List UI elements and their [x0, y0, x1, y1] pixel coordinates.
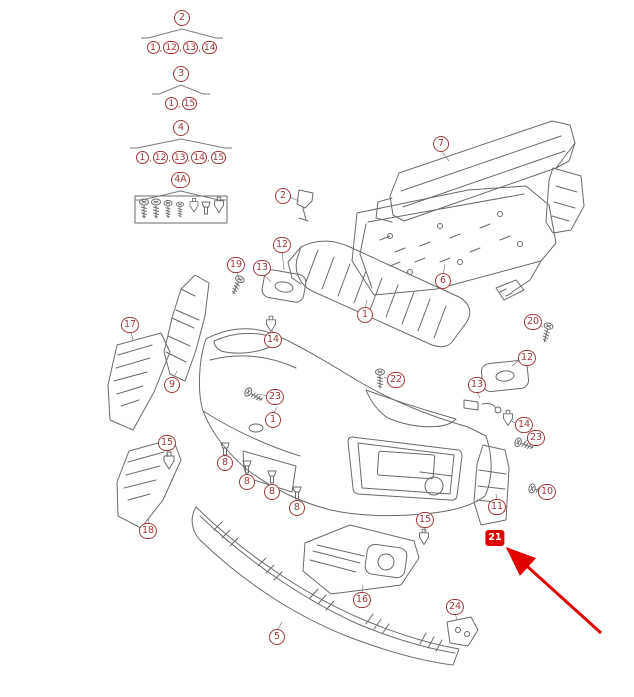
legend-group-4A: 4A — [134, 172, 227, 202]
legend-comma: , — [206, 154, 210, 164]
front-spoiler-part — [191, 506, 460, 666]
legend-item-12[interactable]: 12 — [152, 151, 169, 164]
impact-bar-part — [375, 120, 585, 234]
callout-23[interactable]: 23 — [526, 430, 546, 446]
screw-23-left-part — [242, 386, 265, 405]
callout-12[interactable]: 12 — [272, 237, 292, 253]
legend-items: 1,15 — [164, 97, 198, 110]
callout-1[interactable]: 1 — [265, 412, 281, 428]
legend-item-1[interactable]: 1 — [135, 151, 149, 164]
grille-support-part — [287, 240, 471, 348]
highlight-arrow — [505, 546, 603, 635]
callout-2[interactable]: 2 — [275, 188, 291, 204]
callout-6[interactable]: 6 — [435, 273, 451, 289]
screw-20-part — [539, 321, 555, 344]
screw-19-part — [228, 274, 246, 297]
legend-bracket — [152, 84, 210, 95]
callout-13[interactable]: 13 — [252, 260, 272, 276]
callout-13[interactable]: 13 — [467, 377, 487, 393]
legend-comma: , — [148, 154, 152, 164]
screw-22-part — [375, 368, 385, 389]
clip-14-left-part — [266, 315, 276, 332]
callout-18[interactable]: 18 — [138, 523, 158, 539]
callout-12[interactable]: 12 — [517, 350, 537, 366]
legend-bracket — [141, 28, 223, 39]
clip-15-left-part — [163, 451, 175, 470]
clip-14-right-part — [503, 409, 513, 426]
callout-5[interactable]: 5 — [269, 629, 285, 645]
callout-14[interactable]: 14 — [263, 332, 283, 348]
legend-group-label-2[interactable]: 2 — [174, 10, 190, 26]
callout-10[interactable]: 10 — [537, 484, 557, 500]
washer-cover-left-part — [261, 269, 307, 303]
side-guide-left-part — [163, 274, 210, 382]
callout-20[interactable]: 20 — [523, 314, 543, 330]
callout-19[interactable]: 19 — [226, 257, 246, 273]
callout-9[interactable]: 9 — [164, 377, 180, 393]
legend-bracket — [135, 190, 226, 201]
legend-item-14[interactable]: 14 — [191, 151, 207, 164]
legend-comma: , — [168, 154, 172, 164]
legend-items: 1,12,13,14,15 — [135, 151, 227, 164]
callout-14[interactable]: 14 — [514, 417, 534, 433]
legend-item-12[interactable]: 12 — [163, 41, 179, 54]
callout-15[interactable]: 15 — [157, 435, 177, 451]
callout-15[interactable]: 15 — [415, 512, 435, 528]
callout-8[interactable]: 8 — [239, 474, 255, 490]
callout-17[interactable]: 17 — [120, 317, 140, 333]
legend-group-label-4A[interactable]: 4A — [171, 172, 190, 188]
fog-grille-part — [302, 524, 420, 595]
legend-item-13[interactable]: 13 — [182, 41, 199, 54]
callout-7[interactable]: 7 — [433, 136, 449, 152]
legend-item-1[interactable]: 1 — [146, 41, 160, 54]
callout-16[interactable]: 16 — [352, 592, 372, 608]
legend-comma: , — [198, 44, 202, 54]
legend-bracket — [130, 138, 232, 149]
bracket-part-2 — [296, 189, 314, 222]
legend-group-label-4[interactable]: 4 — [173, 120, 189, 136]
legend-item-15[interactable]: 15 — [181, 97, 198, 110]
highlighted-callout-21[interactable]: 21 — [485, 530, 505, 546]
legend-comma: , — [159, 44, 163, 54]
legend-item-13[interactable]: 13 — [172, 151, 188, 164]
callout-24[interactable]: 24 — [445, 599, 465, 615]
legend-items: 1,12,13,14 — [146, 41, 218, 54]
legend-comma: , — [177, 100, 181, 110]
callout-22[interactable]: 22 — [386, 372, 406, 388]
callout-8[interactable]: 8 — [264, 484, 280, 500]
callout-1[interactable]: 1 — [357, 307, 373, 323]
washer-nozzle-part — [463, 399, 502, 414]
legend-item-15[interactable]: 15 — [210, 151, 227, 164]
hardware-kit-box — [134, 195, 228, 224]
callout-8[interactable]: 8 — [217, 455, 233, 471]
fender-bracket-upper-part — [107, 332, 171, 431]
legend-item-1[interactable]: 1 — [164, 97, 178, 110]
legend-group-label-3[interactable]: 3 — [173, 66, 189, 82]
bumper-cover-part — [198, 328, 492, 517]
legend-comma: , — [178, 44, 182, 54]
callout-8[interactable]: 8 — [289, 500, 305, 516]
bracket-24-part — [446, 616, 479, 647]
callout-23[interactable]: 23 — [265, 389, 285, 405]
callout-11[interactable]: 11 — [487, 499, 507, 515]
legend-comma: , — [187, 154, 191, 164]
legend-item-14[interactable]: 14 — [202, 41, 218, 54]
